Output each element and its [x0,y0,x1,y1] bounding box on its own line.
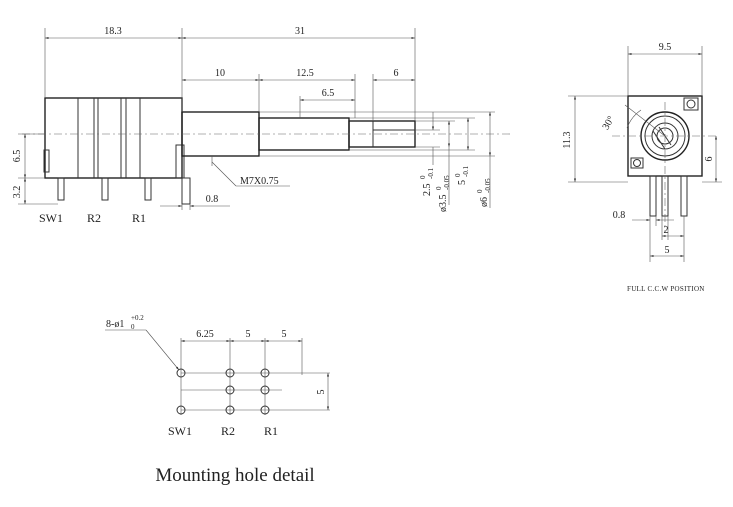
dim-row-pitch: 5 [316,390,327,395]
dim-overall-length: 31 [295,26,305,37]
hole-label-r2: R2 [221,424,235,438]
dim-pin-span: 5 [665,245,670,256]
dia-d2-tol-upper: 0 [435,186,443,190]
thread-label: M7X0.75 [240,176,279,187]
hole [260,368,270,378]
side-view: 18.3 31 10 12.5 6 6.5 6.5 3.2 0.8 M7X0.7… [12,26,510,225]
hole [260,385,270,395]
dim-shaft-length: 12.5 [296,68,314,79]
hole [260,405,270,415]
diameter-dims: 2.5 0 -0.1 ø3.5 0 -0.05 5 0 -0.1 ø6 0 -0… [259,111,495,213]
dim-bushing-length: 10 [215,68,225,79]
dia-d3-tol-lower: -0.1 [462,165,470,177]
dim-shaft-height: 6 [704,157,715,162]
shaft [258,117,350,151]
dia-d4-tol-lower: -0.05 [484,178,492,193]
dim-pitch-1: 6.25 [196,329,214,340]
side-pins [57,177,191,205]
hole [225,368,235,378]
dia-d1-tol-lower: -0.1 [427,167,435,179]
dim-pin-pitch: 2 [664,225,669,236]
pot-body [44,97,183,179]
hole-tol-lower: 0 [131,323,135,331]
hole [225,385,235,395]
dim-body-length: 18.3 [104,26,122,37]
dim-pitch-2: 5 [246,329,251,340]
dim-flat-length: 6 [394,68,399,79]
hole [225,405,235,415]
dia-d1: 2.5 [422,184,433,197]
pin-label-r1: R1 [132,211,146,225]
hole-label-r1: R1 [264,424,278,438]
angle-label: 30° [601,114,618,132]
dia-d1-tol-upper: 0 [419,175,427,179]
hole [176,405,186,415]
mounting-caption: Mounting hole detail [155,465,314,486]
dia-d3-tol-upper: 0 [454,173,462,177]
position-note: FULL C.C.W POSITION [627,285,705,293]
dim-inner-length: 6.5 [322,88,335,99]
mounting-detail: 6.25 5 5 5 8-ø1 +0.2 0 SW1 R2 R1 Mountin… [105,314,330,486]
hole [176,368,186,378]
front-pins [649,175,688,217]
hole-label-sw1: SW1 [168,424,192,438]
pin-label-sw1: SW1 [39,211,63,225]
dim-height-pin: 3.2 [12,186,23,199]
dim-height-lower: 6.5 [12,150,23,163]
dia-d2-tol-lower: -0.05 [443,175,451,190]
pin-label-r2: R2 [87,211,101,225]
mounting-holes [176,368,270,415]
dia-d3: 5 [457,180,468,185]
dim-thread-offset: 0.8 [206,194,219,205]
dim-height: 11.3 [562,131,573,148]
hole-tol-upper: +0.2 [131,314,144,322]
front-view: 30° 9.5 11.3 6 0.8 2 5 FULL C.C.W POSITI… [562,42,722,293]
dia-d4-tol-upper: 0 [476,189,484,193]
dia-d2: ø3.5 [438,195,449,213]
dim-pitch-3: 5 [282,329,287,340]
dia-d4: ø6 [479,197,490,207]
hole-spec: 8-ø1 [106,319,124,330]
dim-pin-thickness: 0.8 [613,210,626,221]
dim-width: 9.5 [659,42,672,53]
